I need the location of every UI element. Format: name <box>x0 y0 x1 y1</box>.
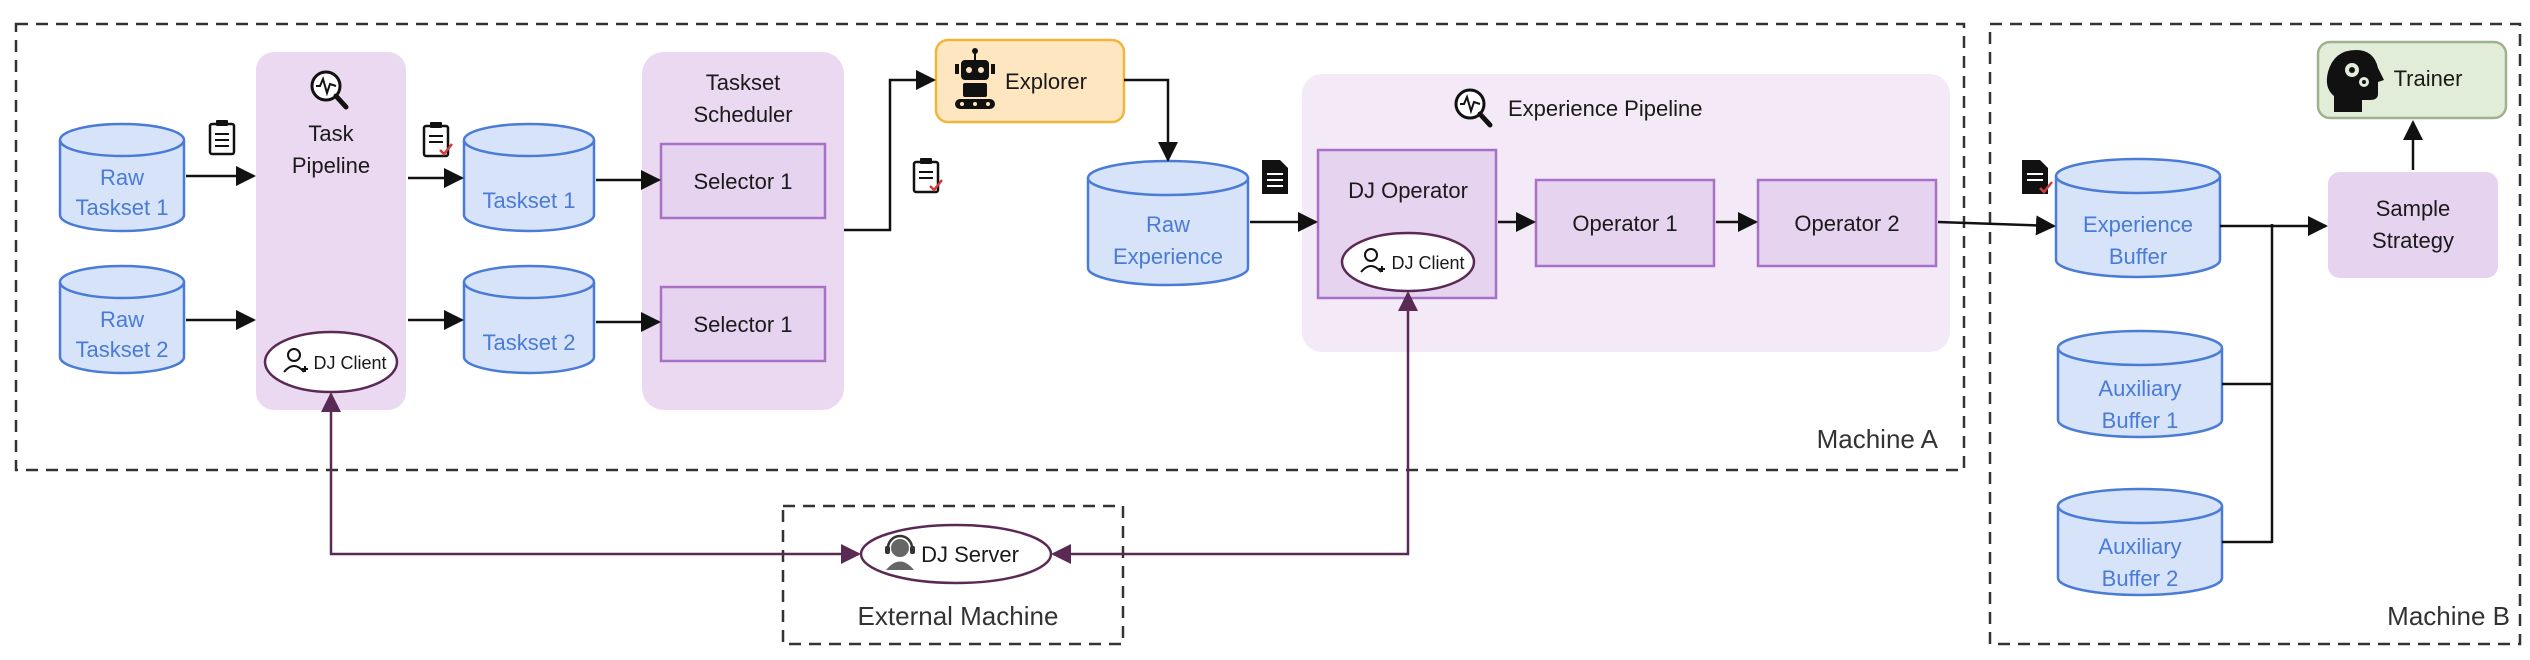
auxiliary-buffer-2-line1: Auxiliary <box>2098 534 2181 559</box>
arrow-scheduler-to-explorer <box>844 70 936 232</box>
task-pipeline-title-line1: Task <box>308 121 354 146</box>
link-experience-dj-client-to-server <box>1051 291 1418 564</box>
user-add-icon <box>1360 248 1385 273</box>
task-pipeline-dj-client[interactable]: DJ Client <box>263 330 399 394</box>
experience-buffer-cylinder: Experience Buffer <box>2054 157 2222 279</box>
auxiliary-buffer-2-cylinder: Auxiliary Buffer 2 <box>2056 487 2224 597</box>
auxiliary-buffer-1-cylinder: Auxiliary Buffer 1 <box>2056 329 2224 439</box>
taskset-scheduler-title-line2: Scheduler <box>693 102 792 127</box>
selector-top-label: Selector 1 <box>693 169 792 194</box>
taskset-1-cylinder: Taskset 1 <box>462 122 596 233</box>
experience-dj-client-label: DJ Client <box>1391 253 1464 273</box>
taskset-scheduler-title-line1: Taskset <box>706 70 781 95</box>
auxiliary-buffer-1-line1: Auxiliary <box>2098 376 2181 401</box>
user-add-icon <box>283 348 308 373</box>
document-icon <box>1262 160 1288 194</box>
explorer-node[interactable]: Explorer <box>934 38 1126 124</box>
raw-taskset-2-cylinder: Raw Taskset 2 <box>58 264 186 375</box>
sample-strategy-box[interactable]: Sample Strategy <box>2328 172 2498 278</box>
machine-a-region <box>14 22 1966 472</box>
operator-2-label: Operator 2 <box>1794 211 1899 236</box>
dj-server-node[interactable]: DJ Server <box>859 523 1053 585</box>
experience-buffer-line1: Experience <box>2083 212 2193 237</box>
document-check-icon <box>2022 160 2053 194</box>
raw-experience-line2: Experience <box>1113 244 1223 269</box>
clipboard-icon <box>208 120 236 156</box>
task-pipeline-dj-client-label: DJ Client <box>313 353 386 373</box>
magnifier-waveform-icon <box>310 70 349 110</box>
raw-experience-line1: Raw <box>1146 212 1190 237</box>
experience-pipeline-title: Experience Pipeline <box>1508 96 1702 121</box>
explorer-label: Explorer <box>1005 69 1087 94</box>
machine-b-region <box>1988 22 2522 646</box>
clipboard-check-icon <box>422 122 453 158</box>
arrow-operator-2-to-experience-buffer <box>1937 215 2056 236</box>
trainer-node[interactable]: Trainer <box>2316 40 2508 120</box>
selector-top[interactable]: Selector 1 <box>659 142 827 220</box>
dj-operator-label: DJ Operator <box>1348 178 1468 203</box>
raw-taskset-1-line2: Taskset 1 <box>76 195 169 220</box>
operator-1-label: Operator 1 <box>1572 211 1677 236</box>
selector-bottom[interactable]: Selector 1 <box>659 285 827 363</box>
head-gears-icon <box>2326 50 2384 112</box>
task-pipeline-title-line2: Pipeline <box>292 153 370 178</box>
external-machine-label: External Machine <box>858 601 1059 631</box>
link-task-dj-client-to-server <box>321 392 861 564</box>
auxiliary-buffer-2-line2: Buffer 2 <box>2102 566 2179 591</box>
raw-taskset-1-cylinder: Raw Taskset 1 <box>58 122 186 233</box>
experience-pipeline-icon <box>1454 88 1493 128</box>
dj-server-label: DJ Server <box>921 542 1019 567</box>
trainer-label: Trainer <box>2394 66 2463 91</box>
experience-buffer-line2: Buffer <box>2109 244 2167 269</box>
machine-b-label: Machine B <box>2387 601 2510 631</box>
operator-2-box[interactable]: Operator 2 <box>1756 178 1938 268</box>
taskset-2-cylinder: Taskset 2 <box>462 264 596 375</box>
sample-strategy-line1: Sample <box>2376 196 2451 221</box>
headset-user-icon <box>885 534 915 570</box>
selector-bottom-label: Selector 1 <box>693 312 792 337</box>
experience-dj-client[interactable]: DJ Client <box>1340 231 1476 293</box>
taskset-2-label: Taskset 2 <box>483 330 576 355</box>
machine-a-label: Machine A <box>1817 424 1939 454</box>
task-pipeline-panel <box>256 52 406 410</box>
auxiliary-buffer-1-line2: Buffer 1 <box>2102 408 2179 433</box>
external-machine-region <box>781 504 1125 646</box>
raw-taskset-2-line1: Raw <box>100 307 144 332</box>
clipboard-check-icon <box>912 158 943 194</box>
operator-1-box[interactable]: Operator 1 <box>1534 178 1716 268</box>
taskset-1-label: Taskset 1 <box>483 188 576 213</box>
raw-taskset-1-line1: Raw <box>100 165 144 190</box>
robot-icon <box>955 48 995 109</box>
raw-experience-cylinder: Raw Experience <box>1086 159 1250 287</box>
sample-strategy-line2: Strategy <box>2372 228 2454 253</box>
arrow-explorer-to-raw-experience <box>1124 78 1178 162</box>
raw-taskset-2-line2: Taskset 2 <box>76 337 169 362</box>
